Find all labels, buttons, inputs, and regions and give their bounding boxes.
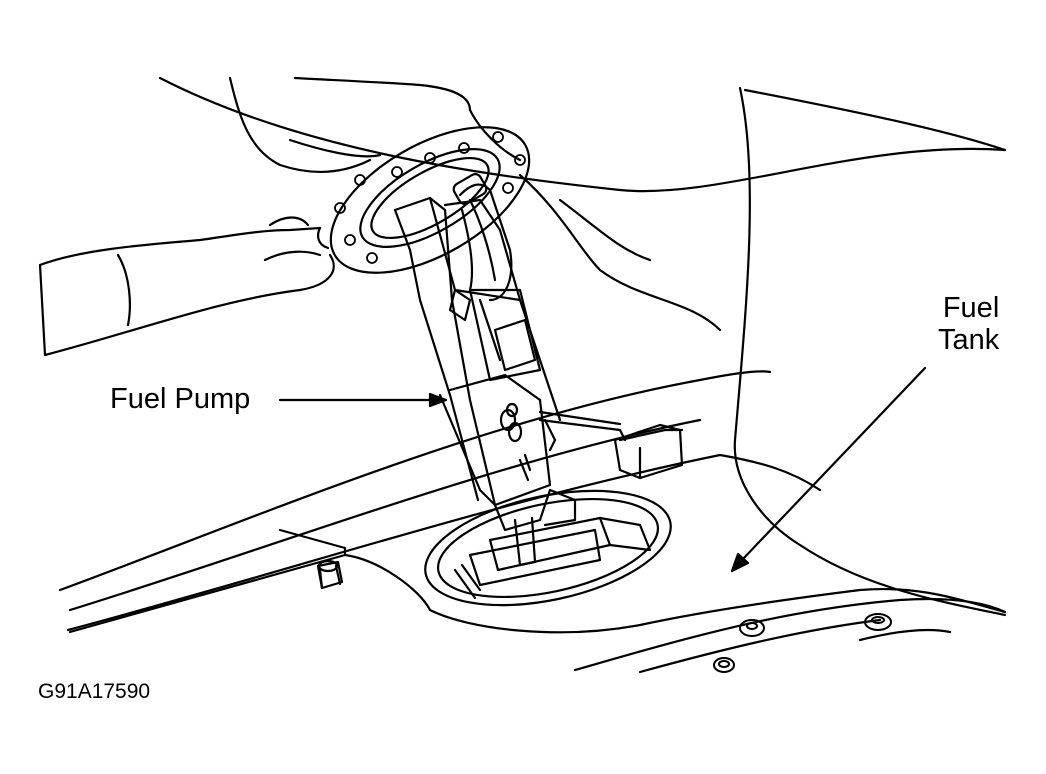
- fuel-pump-arrowhead: [428, 392, 448, 408]
- fuel-tank-arrowhead: [730, 552, 750, 573]
- fuel-tank-leader: [740, 366, 927, 562]
- tank-opening: [424, 489, 672, 607]
- fuel-pump-label: Fuel Pump: [110, 383, 251, 415]
- fuel-tank-label: Fuel Tank: [938, 292, 999, 356]
- figure-code: G91A17590: [38, 680, 151, 703]
- hands: [38, 76, 722, 357]
- fuel-tank-label-line2: Tank: [938, 324, 1000, 356]
- fuel-tank-body: [58, 76, 1007, 674]
- leader-arrows: [278, 366, 927, 573]
- pump-module: [393, 173, 684, 567]
- fuel-tank-label-line1: Fuel: [942, 292, 1000, 324]
